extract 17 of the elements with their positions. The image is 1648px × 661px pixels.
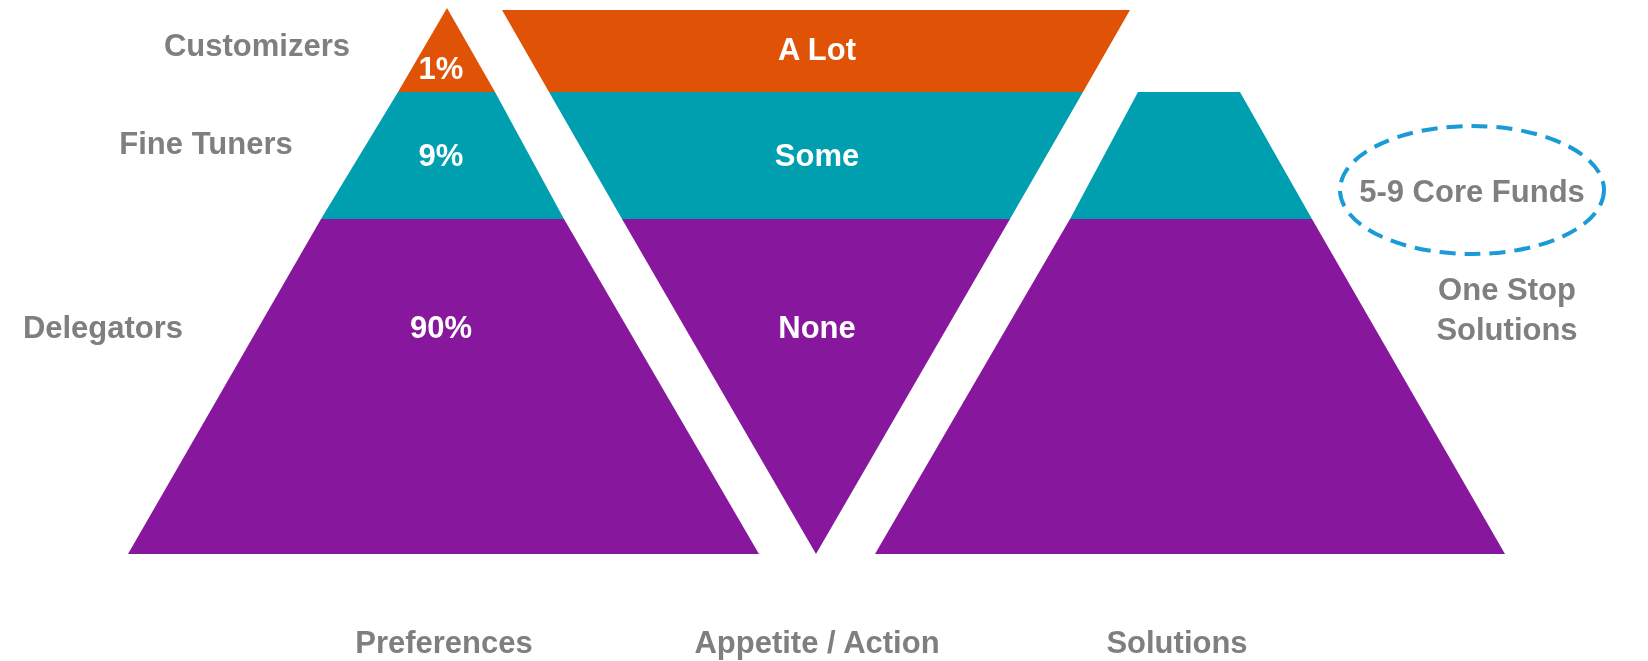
pyramid-band [502,10,1130,92]
tier-label: One Stop Solutions [1435,271,1579,349]
tier-label: Customizers [164,28,350,64]
band-label: None [778,310,856,346]
callout-text: 5-9 Core Funds [1359,174,1585,210]
band-label: 1% [418,51,464,87]
band-label: A Lot [778,32,856,68]
axis-caption: Preferences [355,625,533,661]
band-label: 9% [418,138,464,174]
dashed-ellipse [1338,124,1606,256]
axis-caption: Solutions [1106,625,1248,661]
tier-label: Fine Tuners [119,126,293,162]
tier-label: Delegators [22,310,184,346]
band-label: Some [774,138,860,174]
band-label: 90% [410,310,472,346]
pyramid-tier [622,219,1010,554]
axis-caption: Appetite / Action [694,625,940,661]
